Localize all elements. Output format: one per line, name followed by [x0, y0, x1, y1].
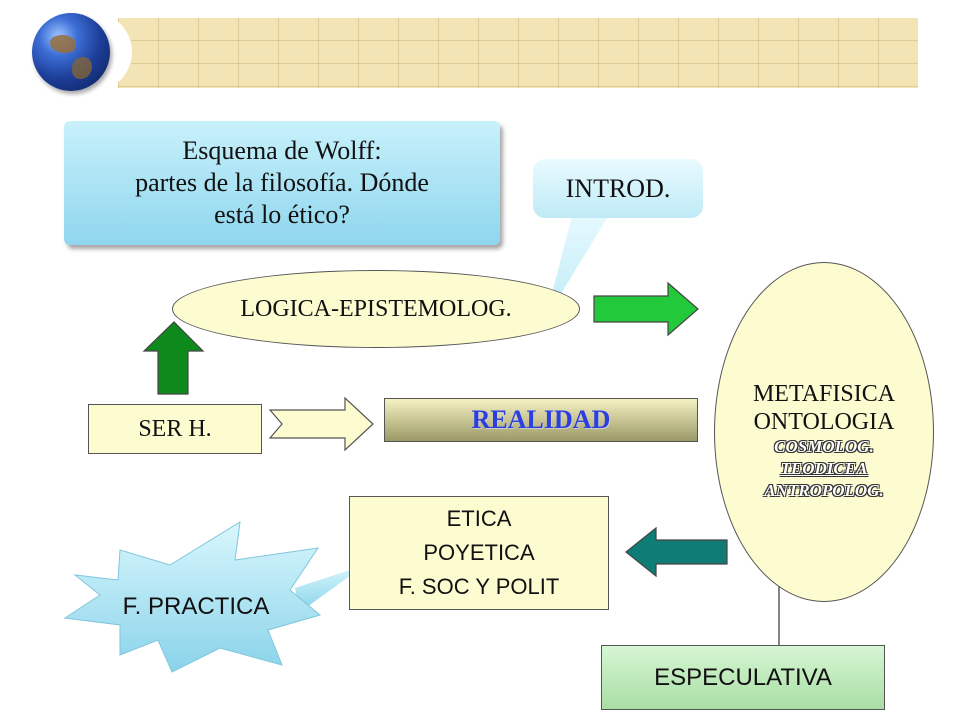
metafisica-label: METAFISICA [752, 381, 896, 407]
ontologia-label: ONTOLOGIA [753, 409, 895, 435]
star-spike [295, 565, 365, 612]
introd-label: INTROD. [565, 173, 671, 203]
ser-box: SER H. [88, 404, 262, 454]
introd-callout: INTROD. [533, 159, 703, 218]
teal-left-arrow [625, 526, 728, 578]
title-box: Esquema de Wolff: partes de la filosofía… [64, 121, 500, 245]
fpractica-label: F. PRACTICA [122, 593, 270, 620]
introd-callout-tail [545, 205, 615, 320]
especulativa-label: ESPECULATIVA [654, 663, 832, 691]
logica-ellipse: LOGICA-EPISTEMOLOG. [172, 270, 580, 348]
logica-label: LOGICA-EPISTEMOLOG. [240, 295, 512, 322]
etica-line-1: ETICA [446, 506, 512, 531]
world-map-banner [118, 18, 918, 88]
explosion-star-shape [63, 521, 322, 673]
realidad-label: REALIDAD [471, 405, 611, 434]
etica-box: ETICA POYETICA F. SOC Y POLIT [349, 496, 609, 610]
green-up-arrow [142, 321, 205, 395]
metafisica-ellipse: METAFISICA ONTOLOGIA COSMOLOG. TEODICEA … [714, 262, 934, 602]
title-line-1: Esquema de Wolff: [182, 136, 382, 165]
realidad-box: REALIDAD [384, 398, 698, 442]
green-right-arrow [593, 281, 699, 337]
teodicea-label: TEODICEA [780, 459, 868, 478]
globe-icon [32, 13, 110, 91]
antropolog-label: ANTROPOLOG. [764, 481, 884, 500]
etica-line-2: POYETICA [423, 540, 535, 565]
etica-line-3: F. SOC Y POLIT [398, 574, 560, 599]
especulativa-box: ESPECULATIVA [601, 645, 885, 710]
ser-label: SER H. [138, 415, 212, 442]
cosmolog-label: COSMOLOG. [774, 437, 874, 456]
notched-right-arrow [268, 396, 374, 452]
title-line-2: partes de la filosofía. Dónde [135, 168, 429, 197]
title-line-3: está lo ético? [214, 200, 350, 229]
